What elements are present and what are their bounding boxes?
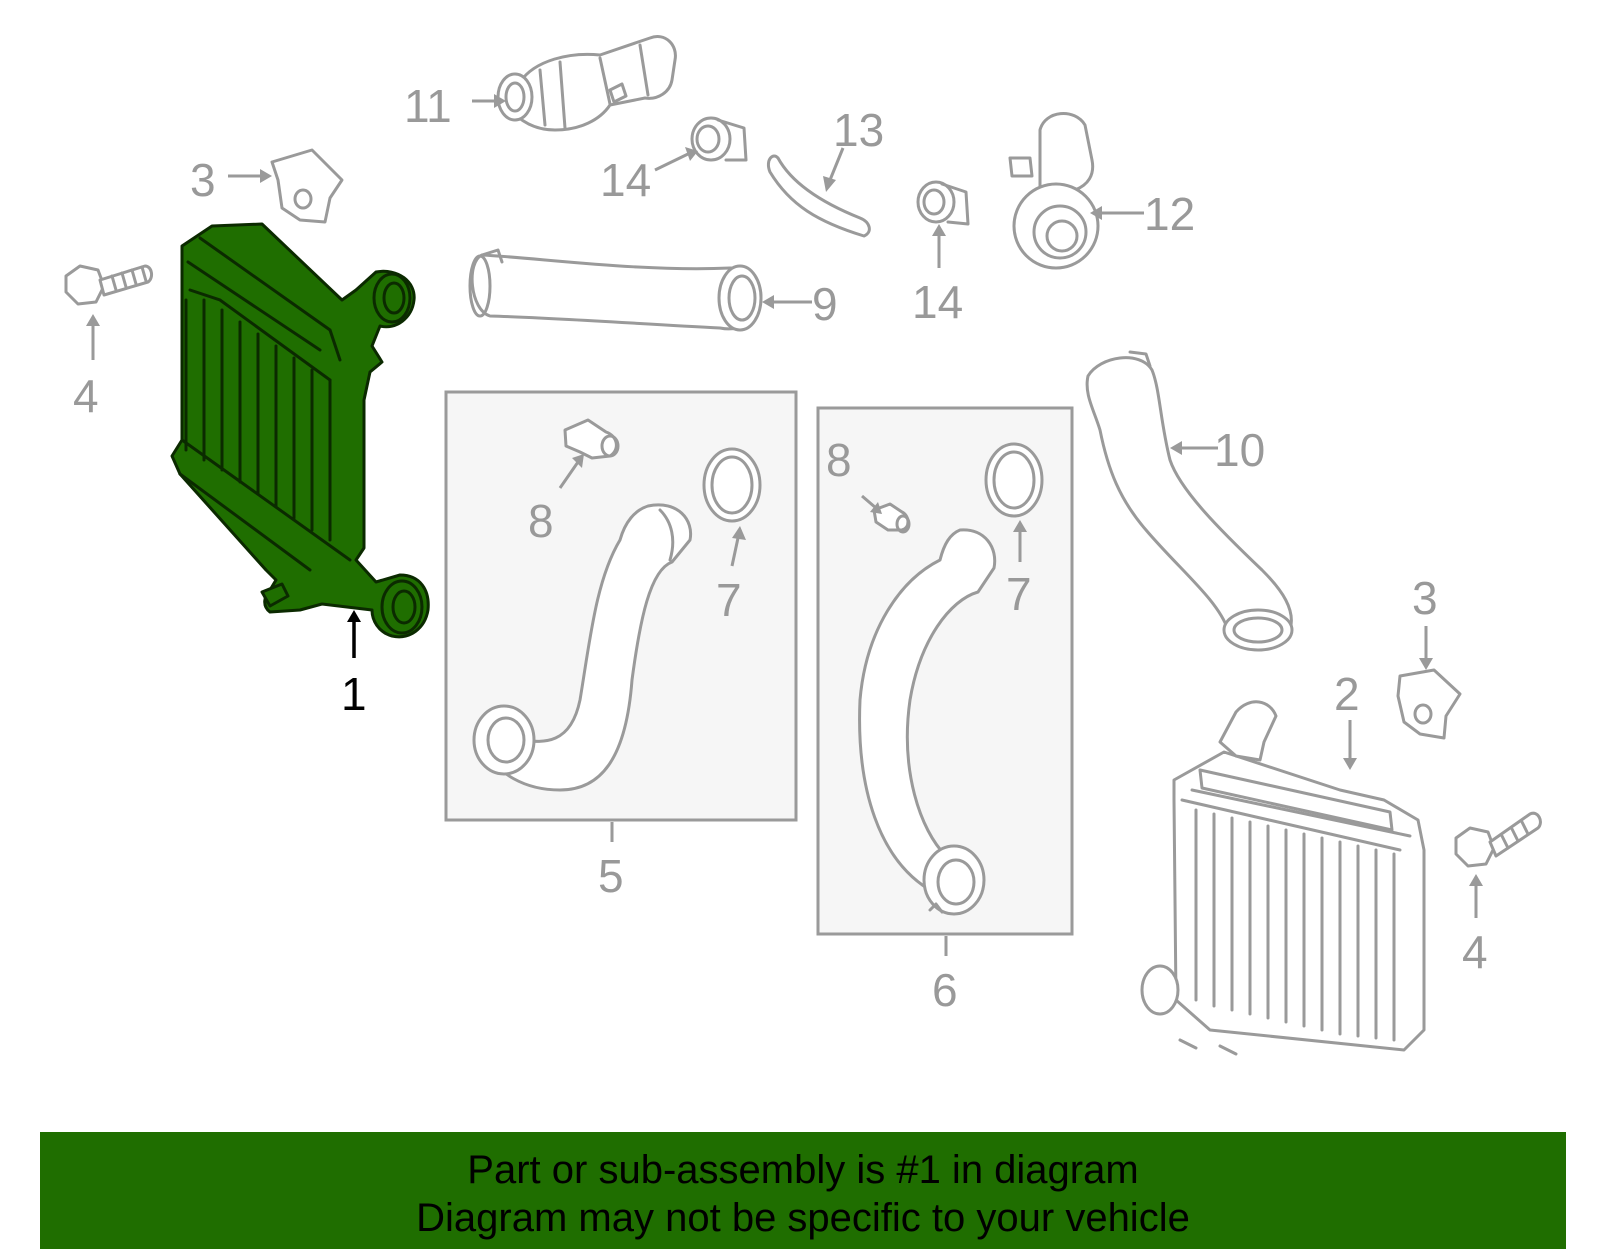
callout-4a-arrowhead — [86, 314, 100, 326]
banner-line-part-notice: Part or sub-assembly is #1 in diagram — [467, 1148, 1139, 1192]
part-5-hose-assembly[interactable] — [472, 503, 693, 792]
callout-9-arrowhead — [762, 295, 774, 309]
part-6-hose-assembly[interactable] — [858, 528, 997, 916]
callout-4b[interactable]: 4 — [1462, 926, 1488, 978]
callout-8a-leader — [558, 461, 580, 489]
callout-4b-arrowhead — [1469, 874, 1483, 886]
callout-10-arrowhead — [1170, 441, 1182, 455]
callout-10[interactable]: 10 — [1214, 424, 1265, 476]
part-7-seal-left[interactable] — [702, 447, 762, 523]
callout-3b[interactable]: 3 — [1412, 572, 1438, 624]
callout-2[interactable]: 2 — [1334, 668, 1360, 720]
callout-14a-arrowhead — [685, 147, 698, 161]
callout-2-arrowhead — [1343, 758, 1357, 770]
part-4-bolt-left[interactable] — [64, 264, 154, 306]
part-8-sensor-right[interactable] — [872, 502, 911, 534]
banner-line-vehicle-disclaimer: Diagram may not be specific to your vehi… — [416, 1196, 1190, 1240]
part-11-outlet-pipe[interactable] — [496, 35, 677, 132]
callout-13-leader — [828, 147, 845, 181]
part-1-intercooler-highlighted[interactable] — [170, 222, 430, 639]
part-9-intake-pipe[interactable] — [468, 248, 763, 332]
callout-11-arrowhead — [494, 94, 506, 108]
callout-3b-arrowhead — [1419, 658, 1433, 670]
part-4-bolt-right[interactable] — [1454, 811, 1542, 868]
callout-3a[interactable]: 3 — [190, 154, 216, 206]
callout-7b[interactable]: 7 — [1006, 568, 1032, 620]
part-14-clamp-upper[interactable] — [690, 116, 748, 162]
callout-7a[interactable]: 7 — [716, 574, 742, 626]
callout-7a-leader — [730, 537, 740, 567]
callout-13[interactable]: 13 — [833, 104, 884, 156]
callout-14b-arrowhead — [932, 224, 946, 236]
callout-12[interactable]: 12 — [1144, 188, 1195, 240]
callout-13-arrowhead — [823, 176, 836, 192]
callout-7b-arrowhead — [1013, 520, 1027, 532]
callout-7a-arrowhead — [732, 526, 746, 540]
part-13-hose[interactable] — [766, 154, 871, 238]
callout-14a[interactable]: 14 — [600, 154, 651, 206]
callout-11[interactable]: 11 — [404, 80, 452, 132]
callout-8a[interactable]: 8 — [528, 495, 554, 547]
part-12-turbo-outlet[interactable] — [1008, 112, 1100, 270]
notice-banner: Part or sub-assembly is #1 in diagram Di… — [40, 1132, 1566, 1249]
callout-8b[interactable]: 8 — [826, 434, 852, 486]
callout-14b[interactable]: 14 — [912, 276, 963, 328]
part-10-charge-pipe[interactable] — [1085, 350, 1294, 652]
callout-9[interactable]: 9 — [812, 278, 838, 330]
callout-5[interactable]: 5 — [598, 850, 624, 902]
callout-1-arrowhead — [347, 610, 361, 622]
callout-3a-arrowhead — [260, 169, 272, 183]
part-3-bracket-left[interactable] — [270, 148, 344, 224]
callout-6[interactable]: 6 — [932, 964, 958, 1016]
part-3-bracket-right[interactable] — [1396, 668, 1462, 740]
callout-14a-leader — [654, 152, 689, 172]
callout-8b-leader — [861, 494, 877, 510]
callout-8b-arrowhead — [870, 502, 882, 514]
part-2-intercooler-right[interactable] — [1140, 700, 1426, 1056]
part-8-sensor-left[interactable] — [563, 418, 620, 460]
callout-12-arrowhead — [1090, 206, 1102, 220]
part-7-seal-right[interactable] — [984, 442, 1044, 518]
callout-4a[interactable]: 4 — [73, 370, 99, 422]
callout-8a-arrowhead — [572, 454, 584, 468]
part-14-clamp-lower[interactable] — [916, 180, 970, 226]
callout-1[interactable]: 1 — [341, 668, 367, 720]
